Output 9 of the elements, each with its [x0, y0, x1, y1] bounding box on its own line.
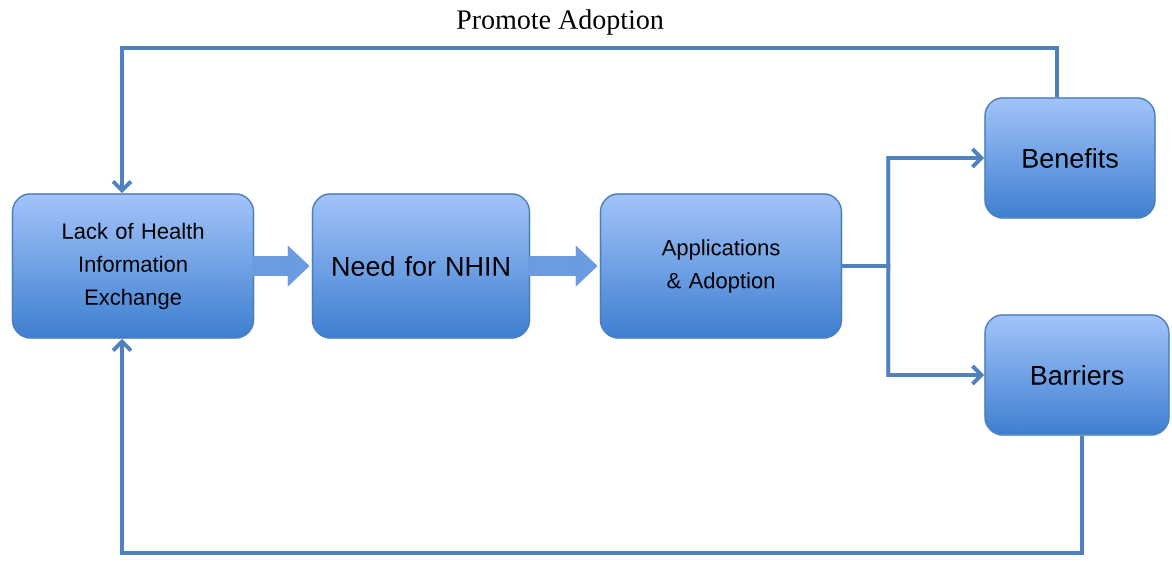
edge-label: Promote Adoption [457, 9, 664, 35]
process-box: Applications & Adoption [599, 193, 843, 339]
arrow [111, 46, 1059, 194]
process-box: Lack of Health Information Exchange [11, 193, 255, 339]
arrow [842, 264, 985, 386]
process-box: Barriers [984, 314, 1170, 436]
arrow [111, 338, 1084, 555]
process-box: Need for NHIN [311, 193, 531, 339]
process-box: Benefits [984, 97, 1156, 219]
